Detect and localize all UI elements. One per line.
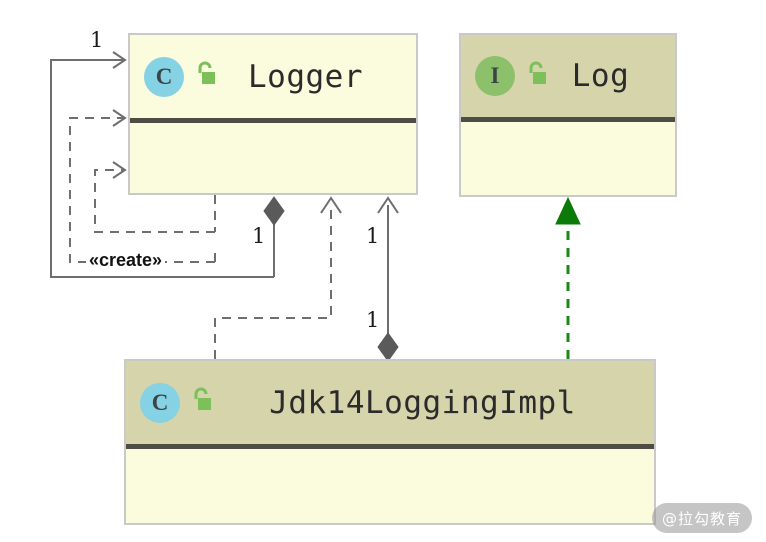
unlock-icon <box>524 61 548 92</box>
class-stereotype-badge-icon: C <box>140 382 180 423</box>
label-multiplicity-arrow-mid: 1 <box>366 224 380 248</box>
edge-realization-log[interactable] <box>555 196 581 359</box>
class-attributes-jdk14loggingimpl <box>126 449 654 522</box>
label-multiplicity-diamond-bottom: 1 <box>366 308 380 332</box>
class-attributes-log <box>461 122 675 192</box>
edge-aggregation-left[interactable] <box>263 196 285 277</box>
watermark-badge: @拉勾教育 <box>652 503 752 533</box>
watermark-text: @拉勾教育 <box>661 509 742 528</box>
interface-stereotype-badge-icon: I <box>475 56 515 96</box>
class-header-logger: C Logger <box>130 35 416 123</box>
class-box-jdk14loggingimpl[interactable]: C Jdk14LoggingImpl <box>124 359 656 525</box>
edge-dependency-vertical[interactable] <box>214 196 342 359</box>
label-stereotype-create: «create» <box>86 251 166 269</box>
label-multiplicity-diamond-left: 1 <box>252 224 266 248</box>
unlock-icon <box>189 387 213 418</box>
class-box-logger[interactable]: C Logger <box>128 33 418 195</box>
class-name-log: Log <box>571 58 630 94</box>
class-name-logger: Logger <box>248 58 363 95</box>
unlock-icon <box>193 61 217 92</box>
class-box-log[interactable]: I Log <box>459 33 677 197</box>
class-name-jdk14loggingimpl: Jdk14LoggingImpl <box>269 384 576 421</box>
label-multiplicity-top-left: 1 <box>90 28 104 52</box>
edge-aggregation-right[interactable] <box>377 196 399 362</box>
class-header-jdk14loggingimpl: C Jdk14LoggingImpl <box>126 361 654 449</box>
class-stereotype-badge-icon: C <box>144 56 184 97</box>
class-header-log: I Log <box>461 35 675 122</box>
class-attributes-logger <box>130 123 416 192</box>
